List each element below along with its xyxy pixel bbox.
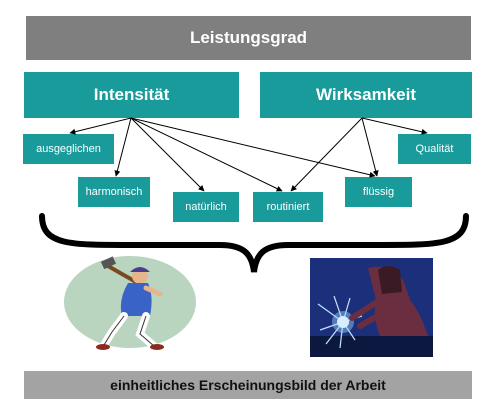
arrow-to-fluessig-2 (361, 117, 379, 177)
box-natuerlich: natürlich (173, 192, 239, 222)
box-qualitaet: Qualität (398, 134, 471, 164)
curly-brace (39, 213, 469, 273)
bottom-title: einheitliches Erscheinungsbild der Arbei… (24, 371, 472, 399)
box-ausgeglichen: ausgeglichen (23, 134, 114, 164)
welder-illustration (310, 258, 433, 357)
arrow-to-routiniert-2 (290, 117, 363, 192)
arrow-to-ausgeglichen (69, 117, 132, 135)
arrows-intensitaet (69, 117, 376, 192)
box-fluessig: flüssig (345, 177, 412, 207)
arrow-to-routiniert (130, 117, 283, 192)
arrow-to-fluessig (130, 117, 376, 178)
box-harmonisch: harmonisch (78, 177, 150, 207)
arrow-to-harmonisch (114, 117, 132, 177)
hammering-worker-illustration (64, 256, 196, 350)
arrow-to-natuerlich (130, 117, 205, 192)
arrow-to-qualitaet (361, 117, 428, 135)
box-intensitaet: Intensität (24, 72, 239, 118)
arrows-wirksamkeit (290, 117, 428, 192)
box-wirksamkeit: Wirksamkeit (260, 72, 472, 118)
box-routiniert: routiniert (253, 192, 323, 222)
top-title: Leistungsgrad (26, 16, 471, 60)
